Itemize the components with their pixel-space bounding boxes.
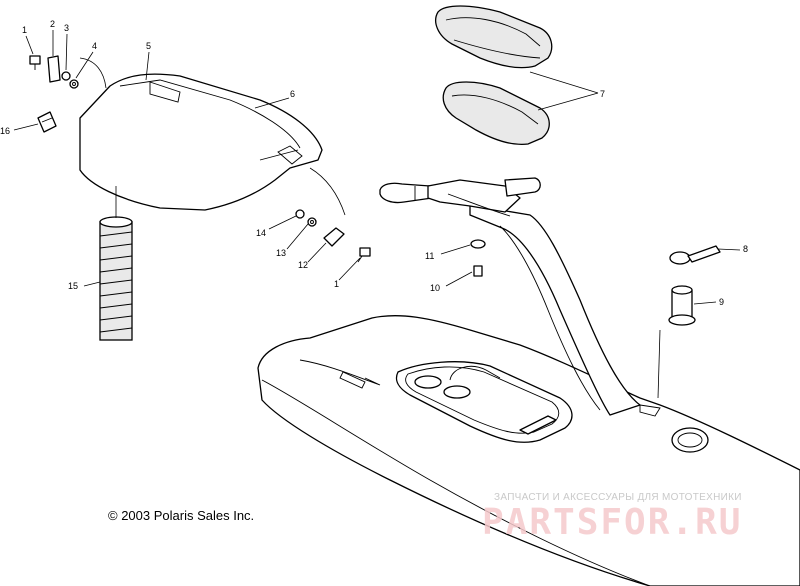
callout-8: 8 <box>743 244 748 254</box>
bolt-1-lower <box>357 247 371 263</box>
callout-4: 4 <box>92 41 97 51</box>
hull <box>257 314 800 586</box>
callout-9: 9 <box>719 297 724 307</box>
callout-16: 16 <box>0 126 10 136</box>
nut-3 <box>61 71 71 81</box>
callout-10: 10 <box>430 283 440 293</box>
callout-1: 1 <box>22 25 27 35</box>
callout-2: 2 <box>50 19 55 29</box>
callout-labels: 1 2 3 4 5 6 7 8 9 10 11 12 13 14 15 16 1 <box>0 19 748 307</box>
callout-1-lower: 1 <box>334 279 339 289</box>
callout-15: 15 <box>68 281 78 291</box>
foam-tube-15 <box>99 216 133 341</box>
watermark-subtitle: ЗАПЧАСТИ И АКСЕССУАРЫ ДЛЯ МОТОТЕХНИКИ <box>494 492 742 503</box>
callout-13: 13 <box>276 248 286 258</box>
handlebar <box>379 177 541 217</box>
leader-lines <box>13 30 741 399</box>
callout-5: 5 <box>146 41 151 51</box>
callout-12: 12 <box>298 260 308 270</box>
cap-9 <box>668 285 696 326</box>
washer-4 <box>69 79 79 89</box>
steering-pole <box>469 204 641 416</box>
callout-14: 14 <box>256 228 266 238</box>
callout-11: 11 <box>425 251 434 261</box>
callout-7: 7 <box>600 89 605 99</box>
latch-16 <box>37 111 57 133</box>
callout-6: 6 <box>290 89 295 99</box>
watermark-brand: PARTSFOR.RU <box>482 502 743 543</box>
clip-2 <box>47 55 61 83</box>
seat-lower <box>442 81 550 146</box>
callout-3: 3 <box>64 23 69 33</box>
screw-10 <box>473 265 483 277</box>
washer-11 <box>470 239 486 249</box>
bumper-12 <box>323 227 345 247</box>
bolt-1 <box>29 55 41 70</box>
strap-8 <box>669 245 721 265</box>
washer-13 <box>307 217 317 227</box>
seat-upper <box>435 5 553 69</box>
copyright-notice: © 2003 Polaris Sales Inc. <box>108 508 255 523</box>
nut-14 <box>295 209 305 219</box>
engine-cover <box>79 73 323 211</box>
